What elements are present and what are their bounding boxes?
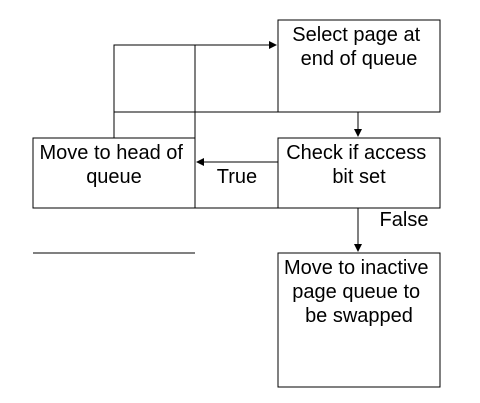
move-to-inactive-line-3: be swapped [305,305,413,327]
move-to-head-line-2: queue [86,166,142,188]
loop-to-select-arrow [113,41,277,138]
move-to-head-label: Move to head of queue [40,142,189,188]
check-access-line-1: Check if access [286,142,426,164]
true-label: True [217,166,257,188]
move-to-inactive-line-1: Move to inactive [284,257,429,279]
select-page-line-2: end of queue [301,48,418,70]
move-to-inactive-box [277,252,441,388]
check-access-label: Check if access bit set [286,142,432,188]
select-page-label: Select page at end of queue [292,24,425,70]
select-page-box [277,19,441,113]
move-to-inactive-label: Move to inactive page queue to be swappe… [284,257,434,327]
move-to-head-line-1: Move to head of [40,142,184,164]
check-access-line-2: bit set [332,166,386,188]
false-label: False [380,209,429,231]
select-page-line-1: Select page at [292,24,420,46]
check-access-box [277,137,441,209]
move-to-inactive-line-2: page queue to [292,281,420,303]
